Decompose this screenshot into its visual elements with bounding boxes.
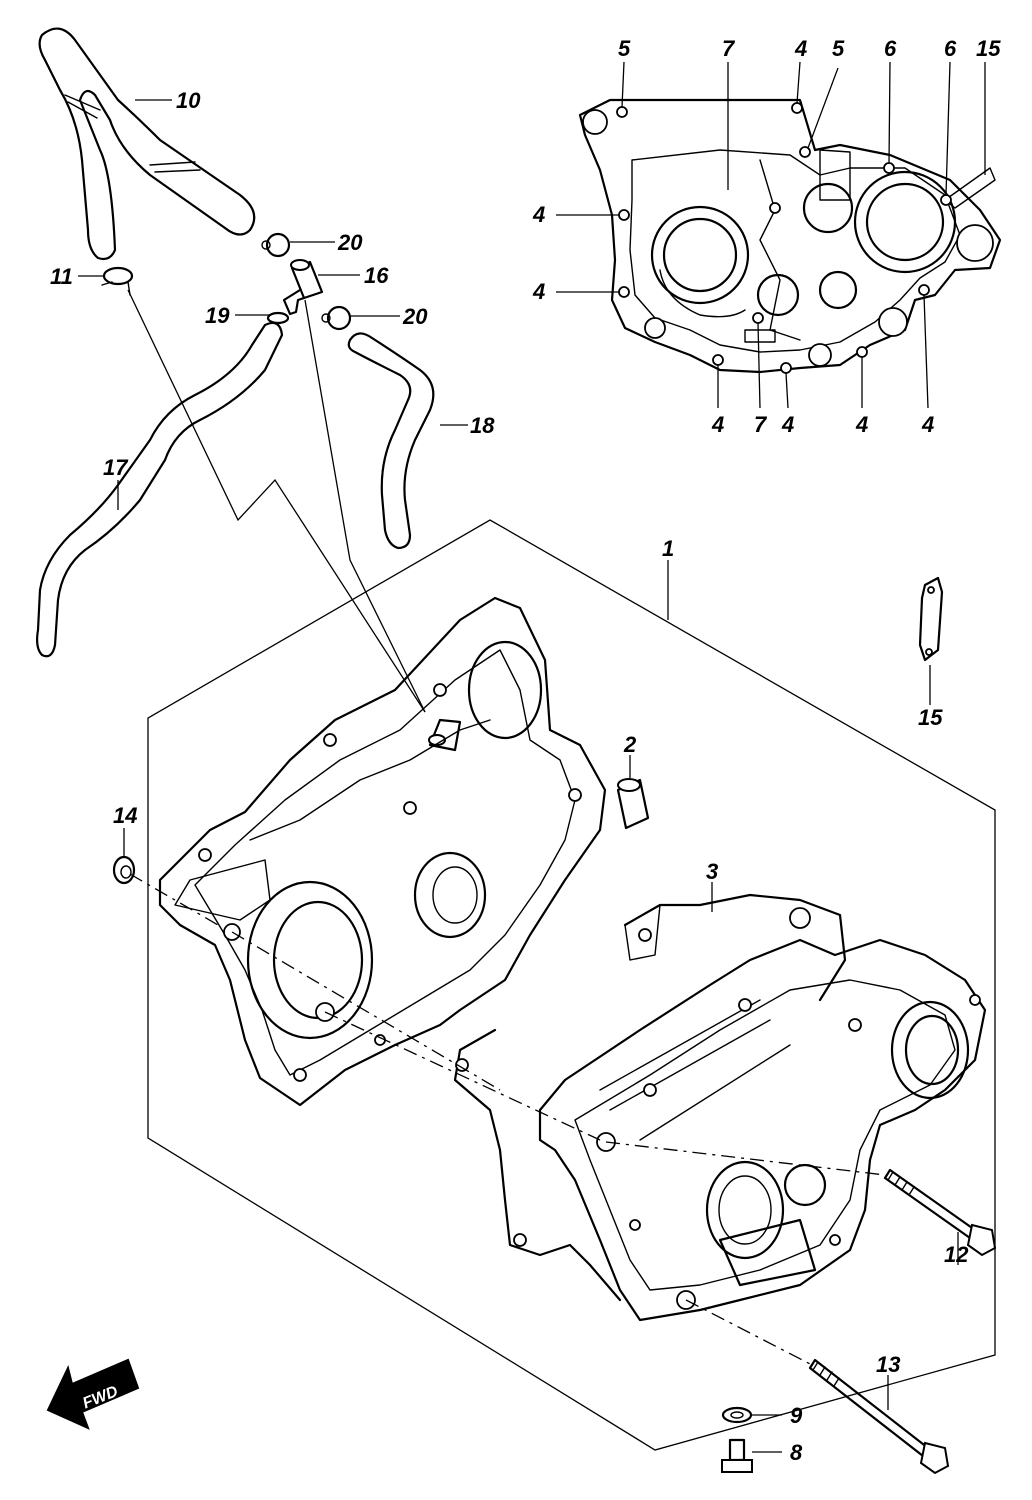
callout-1: 1: [662, 536, 674, 561]
clamp-19: [266, 311, 290, 325]
callout-4: 4: [855, 412, 868, 437]
bolt-13: [808, 1358, 950, 1475]
callout-5: 5: [618, 36, 631, 61]
alignment-lines: [129, 873, 886, 1366]
hose-leader-lines: [78, 99, 468, 713]
dowel-pin-2: [616, 778, 650, 830]
callout-4: 4: [794, 36, 807, 61]
main-leader-lines: [123, 560, 959, 1453]
callout-11: 11: [50, 264, 73, 289]
right-crankcase-half: [538, 938, 987, 1322]
callout-15: 15: [976, 36, 1001, 61]
callout-6: 6: [944, 36, 957, 61]
callout-4: 4: [532, 202, 545, 227]
callout-4: 4: [532, 279, 545, 304]
callout-20: 20: [402, 304, 428, 329]
joint-16: [282, 259, 324, 316]
hose-18: [347, 332, 435, 550]
callout-2: 2: [623, 732, 637, 757]
callout-3: 3: [706, 859, 718, 884]
callout-7: 7: [754, 412, 768, 437]
bolt-8: [721, 1438, 753, 1473]
callout-15: 15: [918, 705, 943, 730]
fwd-arrow-icon: FWD: [46, 1358, 140, 1430]
crankcase-inner-view: [578, 98, 1002, 374]
callout-12: 12: [944, 1242, 969, 1267]
hose-clip-11: [101, 266, 134, 296]
callout-4: 4: [711, 412, 724, 437]
callout-5: 5: [832, 36, 845, 61]
callout-9: 9: [790, 1403, 803, 1428]
callout-6: 6: [884, 36, 897, 61]
gasket-3: [453, 893, 847, 1302]
breather-hose-10: [38, 27, 256, 261]
callout-8: 8: [790, 1440, 803, 1465]
callout-17: 17: [103, 455, 129, 480]
callout-13: 13: [876, 1352, 900, 1377]
clamp-20b: [321, 305, 352, 331]
callout-4: 4: [781, 412, 794, 437]
callout-10: 10: [176, 88, 201, 113]
callout-16: 16: [364, 263, 389, 288]
inner-view-leader-lines: [556, 61, 986, 409]
assembly-boundary: [147, 519, 996, 1451]
washer-9: [721, 1406, 753, 1424]
seal-14: [112, 855, 136, 885]
callout-14: 14: [113, 803, 137, 828]
callout-20: 20: [337, 230, 363, 255]
hose-17: [36, 321, 284, 658]
bolt-12: [883, 1168, 997, 1257]
callout-4: 4: [921, 412, 934, 437]
left-crankcase-half: [158, 596, 607, 1107]
bracket-15: [918, 576, 944, 662]
callout-18: 18: [470, 413, 495, 438]
callout-19: 19: [205, 303, 230, 328]
callout-7: 7: [722, 36, 736, 61]
callout-labels: 5 7 4 5 6 6 15 4 4 4 7 4 4 4 10 20 16 11…: [50, 36, 1001, 1465]
clamp-20a: [261, 232, 291, 258]
